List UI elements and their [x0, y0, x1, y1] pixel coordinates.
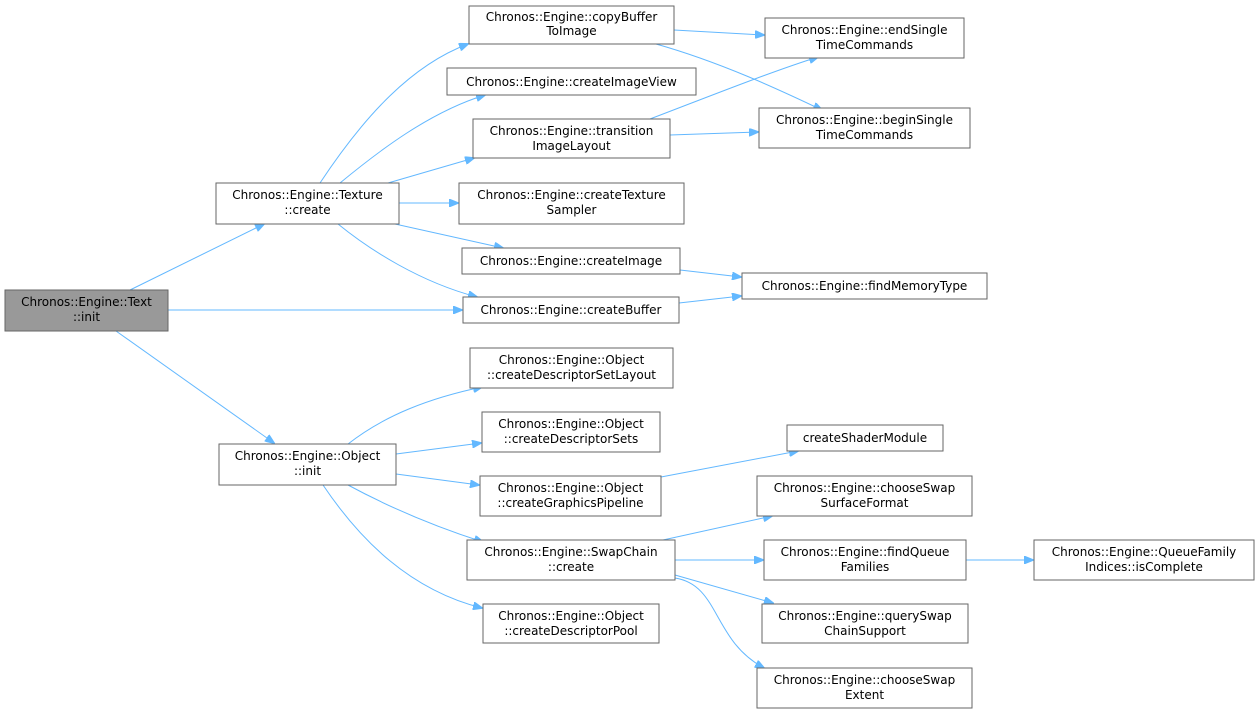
node-choose-swap-extent[interactable]: Chronos::Engine::chooseSwap Extent — [756, 667, 973, 709]
node-create-image-label: Chronos::Engine::createImage — [480, 254, 662, 268]
node-transition-image-layout-line-2: ImageLayout — [532, 139, 611, 153]
node-create-image-view[interactable]: Chronos::Engine::createImageView — [446, 67, 697, 96]
node-choose-swap-surface-format-line-2: SurfaceFormat — [820, 496, 908, 510]
node-text-init-line-1: Chronos::Engine::Text — [21, 295, 152, 309]
edge-transition-image-layout-to-begin-single-time-commands — [669, 132, 758, 135]
node-choose-swap-extent-line-2: Extent — [845, 688, 884, 702]
node-create-descriptor-pool-line-2: ::createDescriptorPool — [504, 624, 637, 638]
node-queue-family-indices-is-complete[interactable]: Chronos::Engine::QueueFamily Indices::is… — [1033, 539, 1255, 581]
edge-object-init-to-create-descriptor-sets — [395, 443, 481, 455]
edge-text-init-to-object-init — [115, 330, 274, 443]
edge-texture-create-to-create-buffer — [337, 223, 477, 297]
node-create-texture-sampler-line-1: Chronos::Engine::createTexture — [477, 188, 666, 202]
node-object-init-line-1: Chronos::Engine::Object — [235, 449, 381, 463]
node-create-descriptor-sets-line-2: ::createDescriptorSets — [504, 432, 638, 446]
edge-create-buffer-to-find-memory-type — [678, 296, 741, 304]
node-create-descriptor-set-layout-line-1: Chronos::Engine::Object — [499, 353, 645, 367]
node-queue-family-indices-is-complete-line-2: Indices::isComplete — [1085, 560, 1203, 574]
node-create-descriptor-sets[interactable]: Chronos::Engine::Object ::createDescript… — [481, 411, 661, 453]
edge-texture-create-to-copy-buffer-to-image — [319, 44, 468, 184]
nodes: Chronos::Engine::Text ::init Chronos::En… — [4, 5, 1255, 709]
edge-object-init-to-create-descriptor-pool — [322, 484, 482, 608]
node-copy-buffer-to-image[interactable]: Chronos::Engine::copyBuffer ToImage — [468, 5, 675, 45]
node-copy-buffer-to-image-line-1: Chronos::Engine::copyBuffer — [486, 10, 658, 24]
node-choose-swap-extent-line-1: Chronos::Engine::chooseSwap — [774, 673, 955, 687]
node-create-buffer-label: Chronos::Engine::createBuffer — [480, 303, 661, 317]
node-begin-single-time-commands-line-1: Chronos::Engine::beginSingle — [776, 113, 953, 127]
node-swapchain-create[interactable]: Chronos::Engine::SwapChain ::create — [466, 539, 676, 581]
edge-swapchain-create-to-choose-swap-surface-format — [662, 516, 772, 541]
edge-texture-create-to-create-image-view — [339, 95, 485, 184]
node-object-init-line-2: ::init — [294, 464, 321, 478]
node-create-descriptor-sets-line-1: Chronos::Engine::Object — [498, 417, 644, 431]
node-begin-single-time-commands[interactable]: Chronos::Engine::beginSingle TimeCommand… — [758, 107, 971, 149]
node-end-single-time-commands[interactable]: Chronos::Engine::endSingle TimeCommands — [764, 17, 965, 59]
edge-texture-create-to-create-image — [394, 223, 503, 248]
node-transition-image-layout-line-1: Chronos::Engine::transition — [490, 124, 654, 138]
node-create-descriptor-pool[interactable]: Chronos::Engine::Object ::createDescript… — [482, 603, 660, 644]
node-text-init[interactable]: Chronos::Engine::Text ::init — [4, 289, 169, 332]
node-find-memory-type-label: Chronos::Engine::findMemoryType — [762, 279, 968, 293]
node-find-queue-families-line-1: Chronos::Engine::findQueue — [781, 545, 950, 559]
node-texture-create-line-1: Chronos::Engine::Texture — [232, 188, 382, 202]
node-choose-swap-surface-format-line-1: Chronos::Engine::chooseSwap — [774, 481, 955, 495]
edge-copy-buffer-to-image-to-end-single-time-commands — [673, 29, 764, 35]
node-create-texture-sampler[interactable]: Chronos::Engine::createTexture Sampler — [458, 182, 685, 225]
node-query-swap-chain-support-line-2: ChainSupport — [824, 624, 906, 638]
node-copy-buffer-to-image-line-2: ToImage — [545, 24, 596, 38]
node-create-shader-module[interactable]: createShaderModule — [786, 424, 944, 452]
node-create-descriptor-set-layout-line-2: ::createDescriptorSetLayout — [487, 368, 656, 382]
node-choose-swap-surface-format[interactable]: Chronos::Engine::chooseSwap SurfaceForma… — [756, 475, 973, 517]
node-create-texture-sampler-line-2: Sampler — [547, 203, 597, 217]
node-query-swap-chain-support[interactable]: Chronos::Engine::querySwap ChainSupport — [761, 603, 969, 644]
node-create-shader-module-label: createShaderModule — [803, 431, 927, 445]
node-swapchain-create-line-1: Chronos::Engine::SwapChain — [484, 545, 657, 559]
edge-texture-create-to-transition-image-layout — [387, 158, 474, 184]
node-create-image-view-label: Chronos::Engine::createImageView — [466, 75, 677, 89]
node-queue-family-indices-is-complete-line-1: Chronos::Engine::QueueFamily — [1052, 545, 1237, 559]
edge-object-init-to-swapchain-create — [347, 484, 483, 542]
edges — [115, 29, 1033, 668]
node-find-queue-families-line-2: Families — [841, 560, 889, 574]
node-create-graphics-pipeline[interactable]: Chronos::Engine::Object ::createGraphics… — [479, 475, 662, 517]
node-find-queue-families[interactable]: Chronos::Engine::findQueue Families — [763, 539, 967, 581]
node-create-descriptor-pool-line-1: Chronos::Engine::Object — [498, 609, 644, 623]
edge-text-init-to-texture-create — [129, 224, 264, 291]
node-end-single-time-commands-line-2: TimeCommands — [815, 38, 913, 52]
node-object-init[interactable]: Chronos::Engine::Object ::init — [218, 443, 397, 486]
node-end-single-time-commands-line-1: Chronos::Engine::endSingle — [782, 23, 948, 37]
node-texture-create[interactable]: Chronos::Engine::Texture ::create — [215, 182, 400, 225]
edge-swapchain-create-to-query-swap-chain-support — [674, 574, 773, 603]
node-query-swap-chain-support-line-1: Chronos::Engine::querySwap — [778, 609, 952, 623]
node-create-image[interactable]: Chronos::Engine::createImage — [461, 247, 681, 275]
node-create-graphics-pipeline-line-2: ::createGraphicsPipeline — [497, 496, 643, 510]
node-begin-single-time-commands-line-2: TimeCommands — [815, 128, 913, 142]
node-create-buffer[interactable]: Chronos::Engine::createBuffer — [462, 296, 680, 324]
node-find-memory-type[interactable]: Chronos::Engine::findMemoryType — [741, 272, 988, 300]
edge-copy-buffer-to-image-to-begin-single-time-commands — [655, 43, 822, 110]
edge-swapchain-create-to-choose-swap-extent — [674, 577, 764, 668]
edge-create-graphics-pipeline-to-create-shader-module — [660, 451, 798, 478]
edge-object-init-to-create-graphics-pipeline — [395, 473, 479, 485]
node-swapchain-create-line-2: ::create — [548, 560, 594, 574]
edge-transition-image-layout-to-end-single-time-commands — [649, 57, 818, 120]
node-texture-create-line-2: ::create — [284, 203, 330, 217]
edge-create-image-to-find-memory-type — [679, 269, 741, 277]
node-transition-image-layout[interactable]: Chronos::Engine::transition ImageLayout — [472, 118, 671, 159]
edge-object-init-to-create-descriptor-set-layout — [347, 387, 482, 445]
node-create-descriptor-set-layout[interactable]: Chronos::Engine::Object ::createDescript… — [469, 347, 674, 389]
node-text-init-line-2: ::init — [73, 310, 100, 324]
node-create-graphics-pipeline-line-1: Chronos::Engine::Object — [498, 481, 644, 495]
